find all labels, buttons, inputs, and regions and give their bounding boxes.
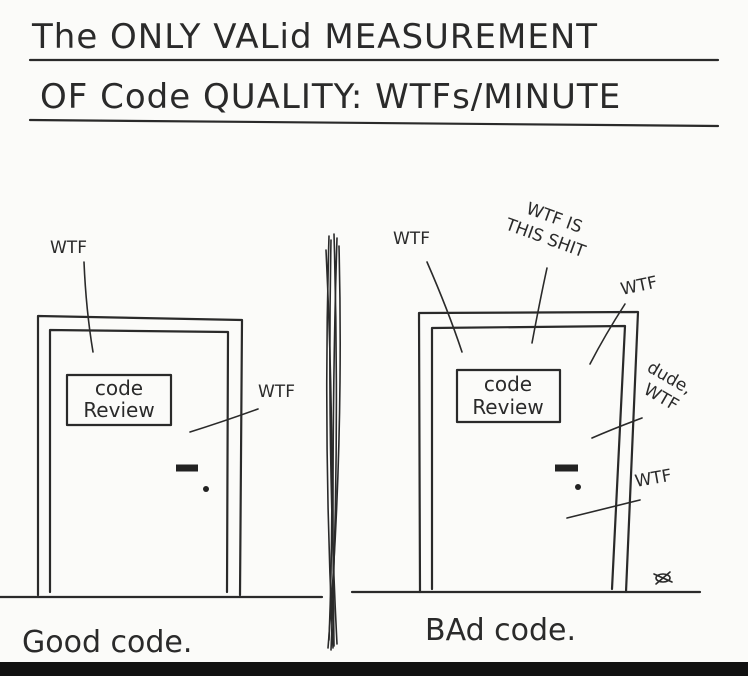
bad-wtf-is-this-label: WTF IS THIS SHIT — [502, 199, 589, 262]
bad-dude-wtf-label: dude, WTF — [640, 358, 695, 416]
good-code-panel: code Review WTF WTF Good code. — [0, 238, 324, 660]
bad-wtf-right: WTF — [619, 273, 659, 300]
good-door-sign — [65, 373, 173, 427]
good-sign-line-2: Review — [83, 398, 154, 422]
good-wtf-pointer-2 — [189, 408, 259, 433]
bad-code-caption: BAd code. — [425, 613, 576, 648]
bug-icon — [653, 571, 673, 585]
bad-wtf-top-left: WTF — [393, 229, 430, 249]
title-line-2: OF Code QUALITY: WTFs/MINUTE — [40, 77, 621, 117]
good-door-frame-outer — [36, 314, 244, 597]
title-underline-2 — [28, 118, 720, 128]
good-code-caption: Good code. — [22, 625, 192, 660]
bad-wtf-is-this-pointer — [531, 267, 548, 344]
good-wtf-pointer-1 — [83, 261, 94, 353]
bad-wtf-bottom-pointer — [566, 499, 641, 519]
good-door-frame-inner — [48, 328, 230, 594]
bad-sign-line-2: Review — [472, 395, 543, 419]
panel-divider-scribble — [325, 233, 341, 651]
bad-code-panel: code Review WTF WTF IS THIS SHIT WTF dud… — [350, 199, 702, 648]
good-door-keyhole — [203, 486, 209, 492]
bad-wtf-right-pointer — [589, 303, 626, 365]
good-sign-line-1: code — [95, 376, 143, 400]
bottom-border-bar — [0, 662, 748, 676]
bad-dude-wtf-pointer — [591, 417, 643, 439]
bad-door-frame-outer — [417, 310, 640, 594]
good-wtf-label-2: WTF — [258, 382, 295, 402]
bad-wtf-top-left-pointer — [426, 261, 463, 353]
good-wtf-label-1: WTF — [50, 238, 87, 258]
bad-sign-line-1: code — [484, 372, 532, 396]
title-line-1: The ONLY VALid MEASUREMENT — [31, 17, 598, 57]
bad-door-keyhole — [575, 484, 581, 490]
bad-door-frame-inner — [430, 324, 627, 591]
bad-door-sign — [455, 368, 562, 424]
bad-wtf-bottom: WTF — [633, 466, 673, 492]
